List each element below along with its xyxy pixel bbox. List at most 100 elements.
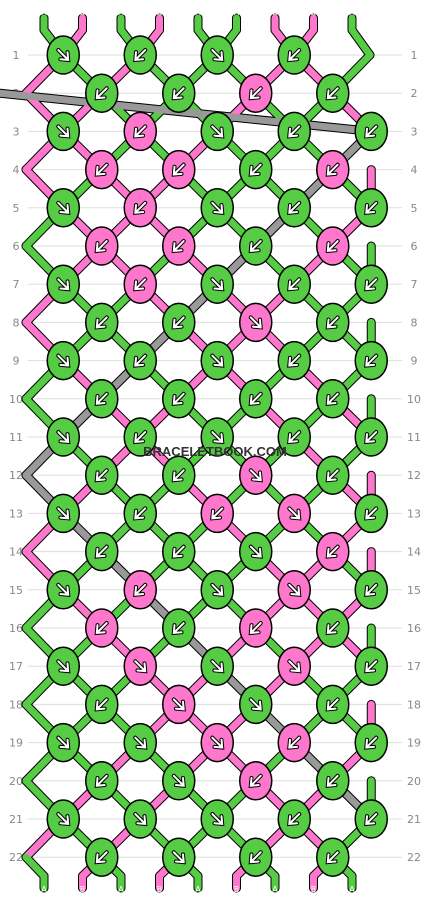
knot-arrow-icon bbox=[171, 773, 186, 788]
knot-arrow-icon bbox=[133, 659, 148, 674]
arrow-fill bbox=[326, 851, 339, 864]
knot-arrow-icon bbox=[364, 506, 379, 521]
arrow-fill bbox=[326, 774, 339, 787]
arrow-fill bbox=[211, 49, 224, 62]
arrow-fill bbox=[134, 354, 147, 367]
arrow-fill bbox=[57, 736, 70, 749]
arrow-fill bbox=[365, 736, 378, 749]
knot-arrow-icon bbox=[364, 735, 379, 750]
arrow-fill bbox=[249, 87, 262, 100]
row-number-left: 18 bbox=[9, 698, 23, 711]
row-number-left: 20 bbox=[9, 775, 23, 788]
arrow-fill bbox=[288, 354, 301, 367]
knot-arrow-icon bbox=[325, 86, 340, 101]
arrow-fill bbox=[172, 774, 185, 787]
knot-arrow-icon bbox=[325, 239, 340, 254]
row-number-right: 13 bbox=[407, 507, 421, 520]
string-label-bottom: A bbox=[272, 885, 278, 894]
row-number-right: 16 bbox=[407, 622, 421, 635]
arrow-fill bbox=[57, 813, 70, 826]
arrow-fill bbox=[57, 125, 70, 138]
knot-arrow-icon bbox=[56, 124, 71, 139]
knot-arrow-icon bbox=[364, 353, 379, 368]
row-number-right: 10 bbox=[407, 393, 421, 406]
knot-arrow-icon bbox=[210, 659, 225, 674]
knot-arrow-icon bbox=[287, 124, 302, 139]
knot-arrow-icon bbox=[364, 200, 379, 215]
knot-arrow-icon bbox=[56, 506, 71, 521]
row-number-right: 20 bbox=[407, 775, 421, 788]
arrow-fill bbox=[134, 201, 147, 214]
arrow-fill bbox=[365, 354, 378, 367]
string-label-top: B bbox=[311, 8, 317, 17]
arrow-fill bbox=[365, 507, 378, 520]
string-label-bottom: A bbox=[195, 885, 201, 894]
knot-arrow-icon bbox=[364, 430, 379, 445]
arrow-fill bbox=[288, 278, 301, 291]
row-number-right: 15 bbox=[407, 584, 421, 597]
knot-arrow-icon bbox=[287, 200, 302, 215]
string-label-top: A bbox=[41, 8, 47, 17]
string-label-bottom: B bbox=[311, 885, 317, 894]
row-number-right: 8 bbox=[411, 316, 418, 329]
knot-arrow-icon bbox=[210, 353, 225, 368]
knot-arrow-icon bbox=[210, 735, 225, 750]
knot-arrow-icon bbox=[94, 468, 109, 483]
knot-arrow-icon bbox=[248, 773, 263, 788]
arrow-fill bbox=[134, 431, 147, 444]
knot-arrow-icon bbox=[287, 735, 302, 750]
knot-arrow-icon bbox=[287, 48, 302, 63]
arrow-fill bbox=[326, 240, 339, 253]
arrow-fill bbox=[95, 163, 108, 176]
knot-arrow-icon bbox=[56, 812, 71, 827]
arrow-fill bbox=[172, 851, 185, 864]
knot-arrow-icon bbox=[325, 468, 340, 483]
knot-arrow-icon bbox=[325, 621, 340, 636]
knot-arrow-icon bbox=[171, 391, 186, 406]
arrow-fill bbox=[365, 278, 378, 291]
row-number-right: 18 bbox=[407, 698, 421, 711]
knot-arrow-icon bbox=[364, 277, 379, 292]
arrow-fill bbox=[211, 736, 224, 749]
knot-arrow-icon bbox=[171, 544, 186, 559]
arrow-fill bbox=[288, 125, 301, 138]
arrow-fill bbox=[95, 87, 108, 100]
string-label-bottom: A bbox=[118, 885, 124, 894]
row-number-right: 14 bbox=[407, 546, 421, 559]
knot-arrow-icon bbox=[248, 315, 263, 330]
arrow-fill bbox=[211, 278, 224, 291]
string-label-top: B bbox=[80, 8, 86, 17]
knot-arrow-icon bbox=[364, 124, 379, 139]
string-label-bottom: B bbox=[157, 885, 163, 894]
arrow-fill bbox=[249, 240, 262, 253]
arrow-fill bbox=[249, 316, 262, 329]
knot-arrow-icon bbox=[56, 200, 71, 215]
arrow-fill bbox=[249, 392, 262, 405]
arrow-fill bbox=[211, 660, 224, 673]
row-number-right: 4 bbox=[411, 164, 418, 177]
arrow-fill bbox=[134, 125, 147, 138]
knot-arrow-icon bbox=[94, 86, 109, 101]
arrow-fill bbox=[95, 469, 108, 482]
row-number-left: 3 bbox=[13, 125, 20, 138]
knot-arrow-icon bbox=[210, 506, 225, 521]
string-segment bbox=[348, 26, 374, 59]
knot-arrow-icon bbox=[325, 773, 340, 788]
knot-arrow-icon bbox=[56, 48, 71, 63]
knot-arrow-icon bbox=[287, 353, 302, 368]
arrow-fill bbox=[172, 622, 185, 635]
knot-arrow-icon bbox=[94, 621, 109, 636]
arrow-fill bbox=[172, 163, 185, 176]
knot-arrow-icon bbox=[171, 162, 186, 177]
arrow-fill bbox=[249, 774, 262, 787]
arrow-fill bbox=[95, 774, 108, 787]
arrow-fill bbox=[95, 698, 108, 711]
knot-arrow-icon bbox=[287, 506, 302, 521]
arrow-fill bbox=[211, 507, 224, 520]
knot-arrow-icon bbox=[287, 582, 302, 597]
arrow-fill bbox=[57, 583, 70, 596]
knot-arrow-icon bbox=[94, 239, 109, 254]
knot-arrow-icon bbox=[133, 735, 148, 750]
watermark: BRACELETBOOK.COM bbox=[143, 444, 287, 459]
